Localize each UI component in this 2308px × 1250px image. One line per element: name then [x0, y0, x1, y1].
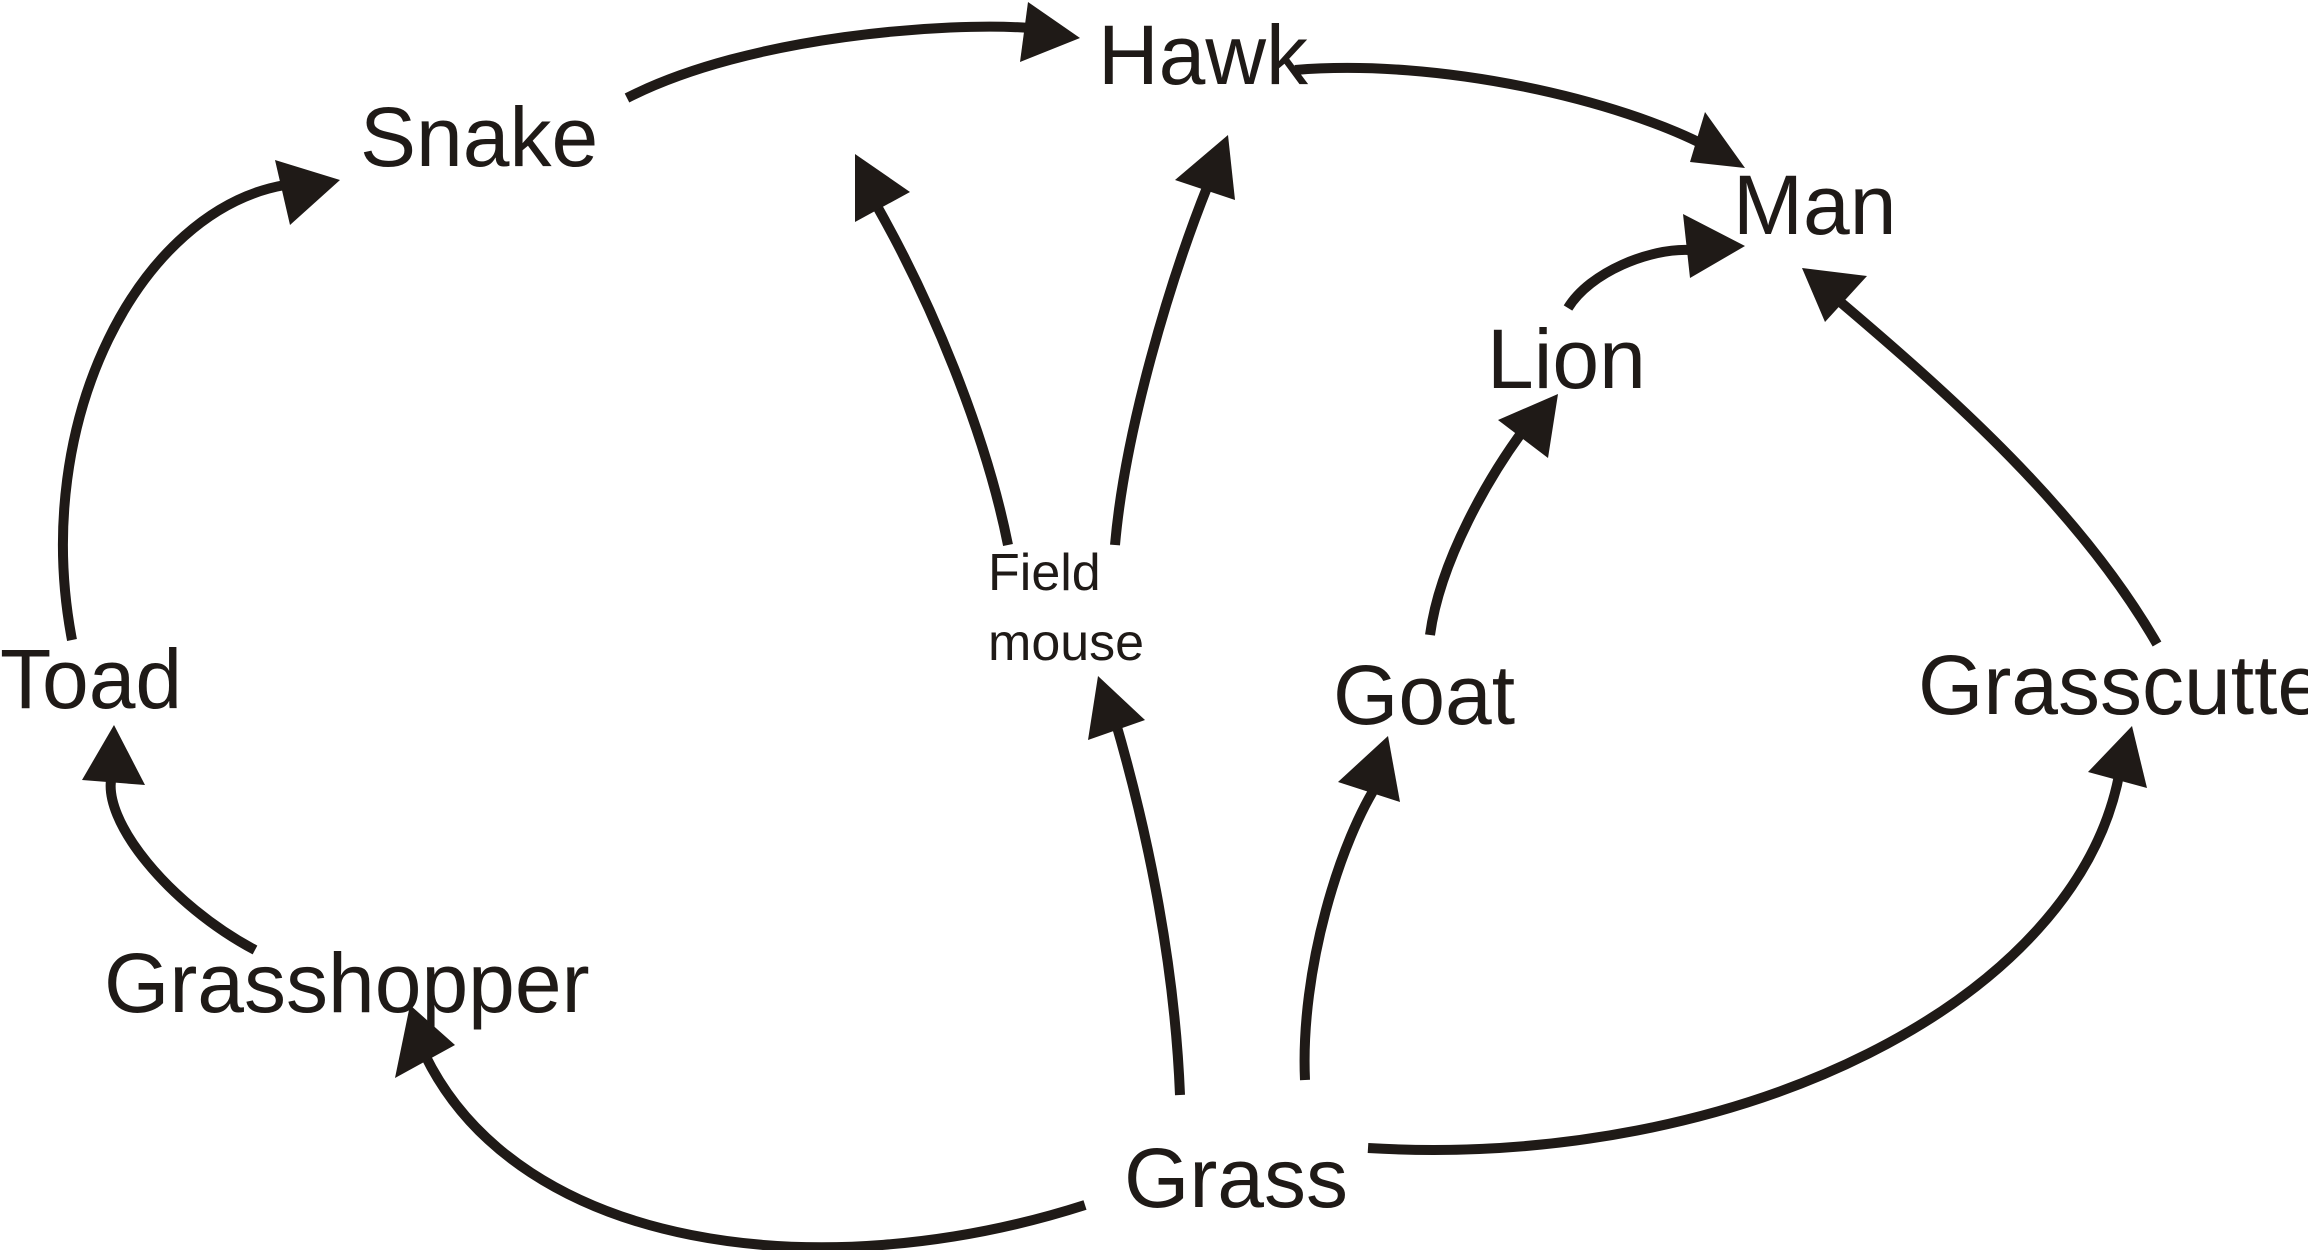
arrow-grass-to-grasscutter: [1367, 726, 2147, 1155]
arrow-field-mouse-to-snake: [855, 154, 1013, 546]
arrow-lion-to-man: [1563, 214, 1745, 311]
arrow-grasshopper-to-toad: [82, 725, 258, 955]
node-hawk: Hawk: [1098, 8, 1309, 102]
node-grass: Grass: [1124, 1131, 1348, 1225]
arrow-grasscutter-to-man: [1802, 268, 2162, 647]
node-man: Man: [1733, 158, 1896, 252]
node-toad: Toad: [0, 632, 182, 726]
arrow-goat-to-lion: [1425, 394, 1558, 636]
arrow-grass-to-goat: [1299, 736, 1400, 1081]
arrow-snake-to-hawk: [624, 2, 1080, 103]
arrow-grass-to-grasshopper: [395, 1005, 1087, 1250]
node-grasscutter: Grasscutter: [1918, 638, 2308, 732]
arrow-field-mouse-to-hawk: [1110, 135, 1235, 546]
node-goat: Goat: [1333, 648, 1515, 742]
node-lion: Lion: [1487, 312, 1646, 406]
node-snake: Snake: [360, 90, 598, 184]
arrow-grass-to-field-mouse: [1088, 676, 1185, 1096]
arrow-hawk-to-man: [1294, 62, 1745, 168]
node-field-mouse-line1: Field: [988, 544, 1101, 602]
node-grasshopper: Grasshopper: [104, 936, 590, 1030]
node-field-mouse-line2: mouse: [988, 614, 1144, 672]
arrow-toad-to-snake: [58, 160, 340, 641]
